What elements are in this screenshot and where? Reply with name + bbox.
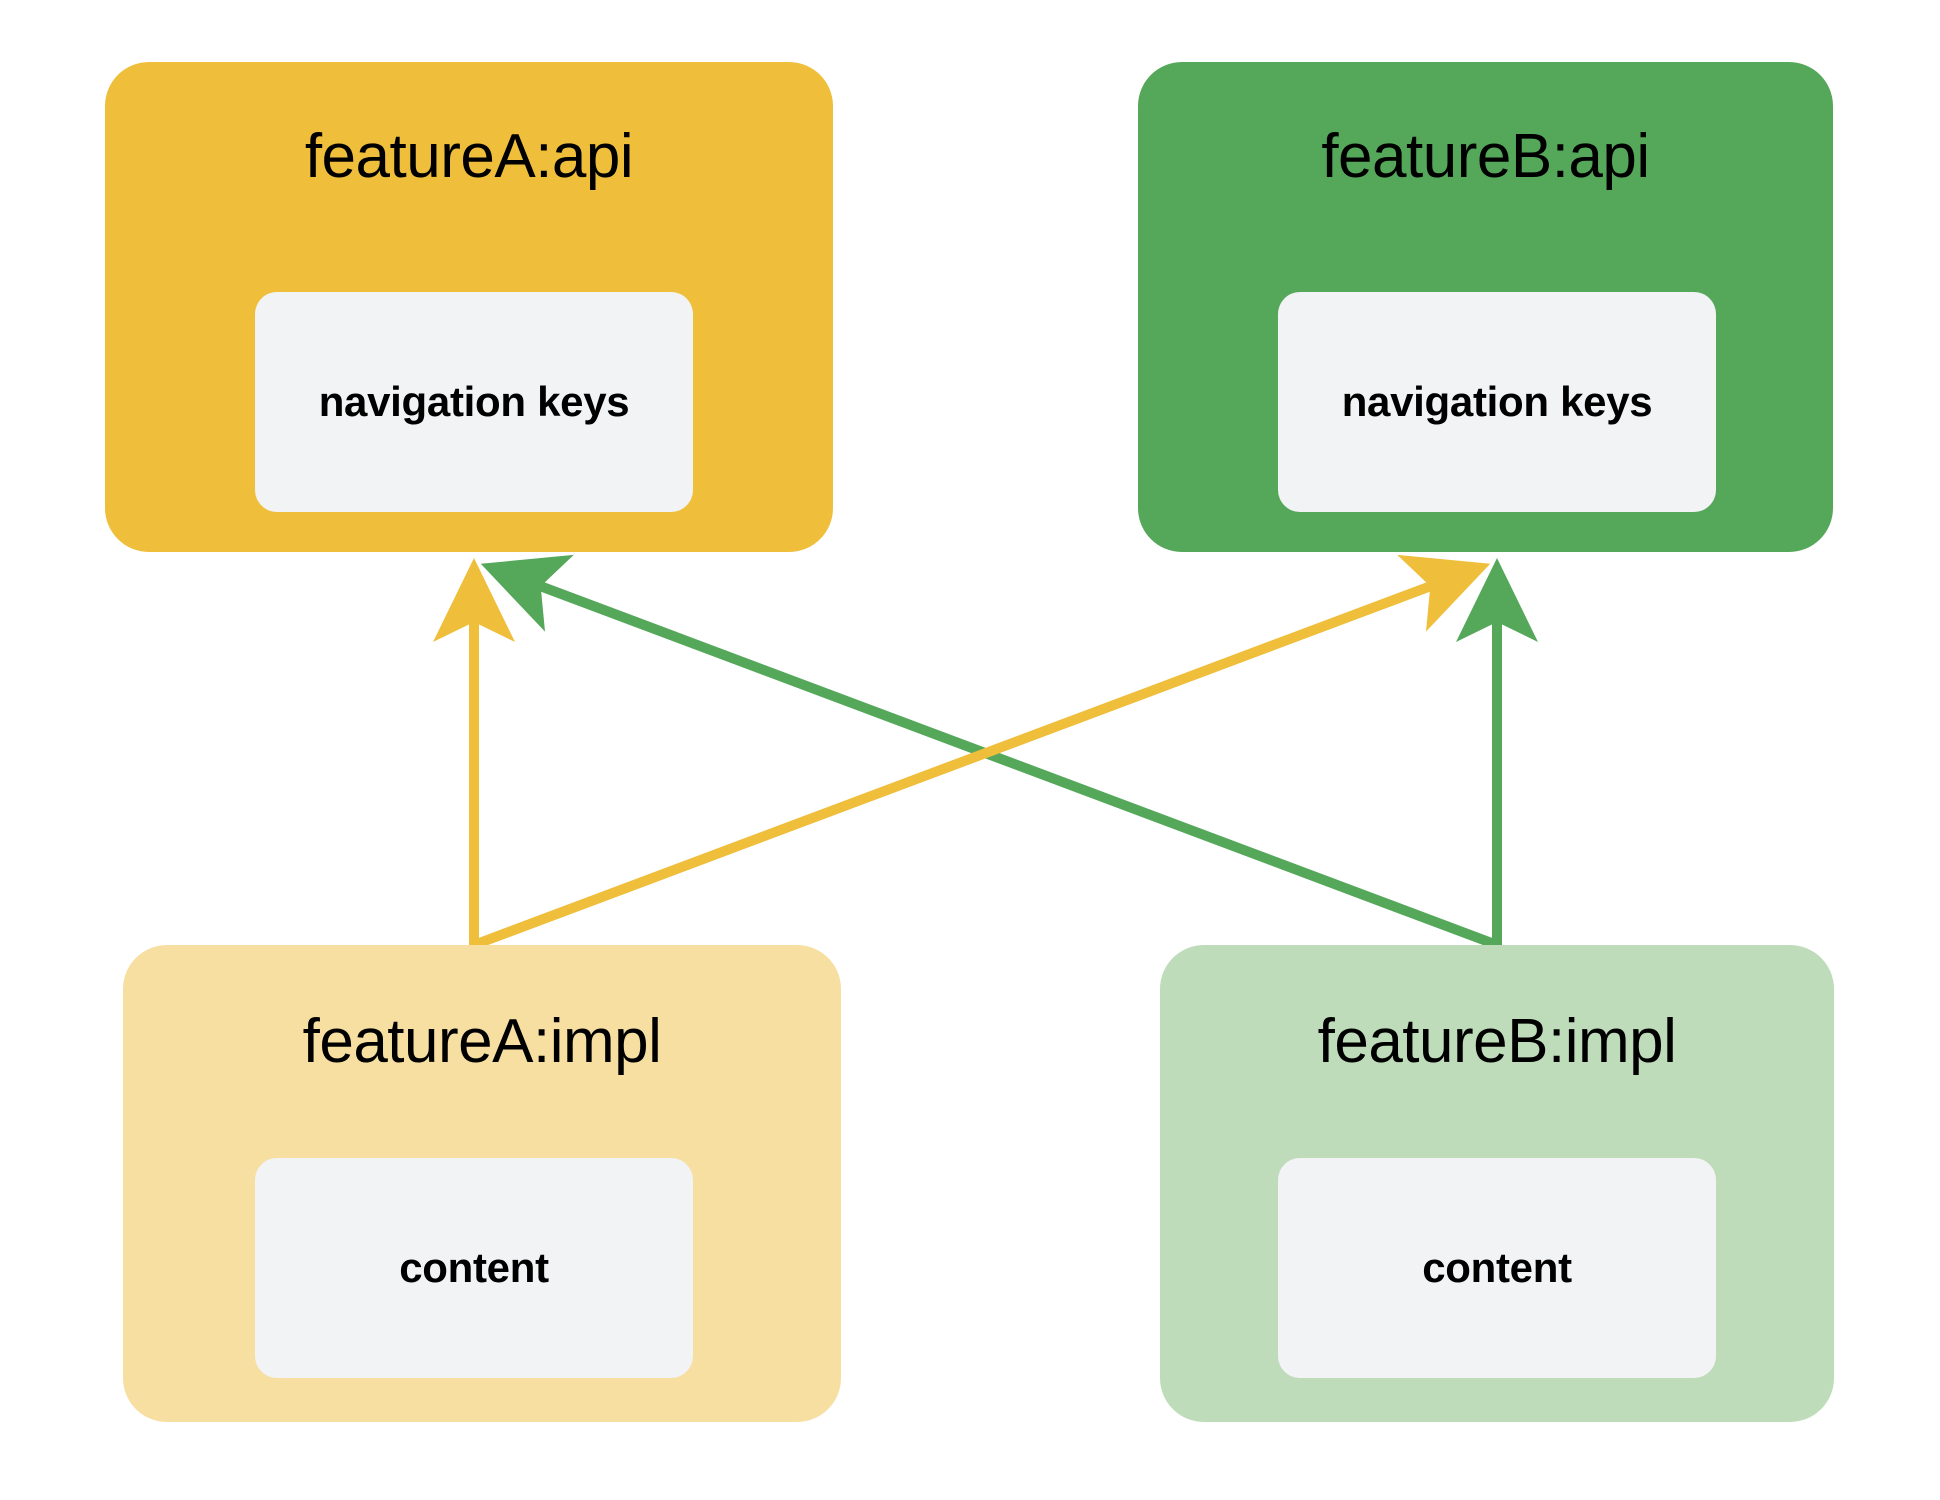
module-title-featureB-impl: featureB:impl [1317, 1007, 1677, 1076]
inner-card-label: navigation keys [1341, 378, 1653, 425]
module-title-featureA-impl: featureA:impl [302, 1007, 662, 1076]
inner-card-featureA-impl-content[interactable]: content [255, 1158, 693, 1378]
edge-b-impl-to-a-api [480, 554, 1499, 950]
module-title-featureA-api: featureA:api [304, 122, 634, 191]
inner-card-label: navigation keys [318, 378, 630, 425]
module-title-featureB-api: featureB:api [1321, 122, 1650, 191]
inner-card-label: content [399, 1244, 549, 1291]
inner-card-featureA-api-navigation-keys[interactable]: navigation keys [255, 292, 693, 512]
inner-card-featureB-impl-content[interactable]: content [1278, 1158, 1716, 1378]
inner-card-label: content [1422, 1244, 1572, 1291]
inner-card-featureB-api-navigation-keys[interactable]: navigation keys [1278, 292, 1716, 512]
edge-a-impl-to-b-api [472, 554, 1491, 950]
